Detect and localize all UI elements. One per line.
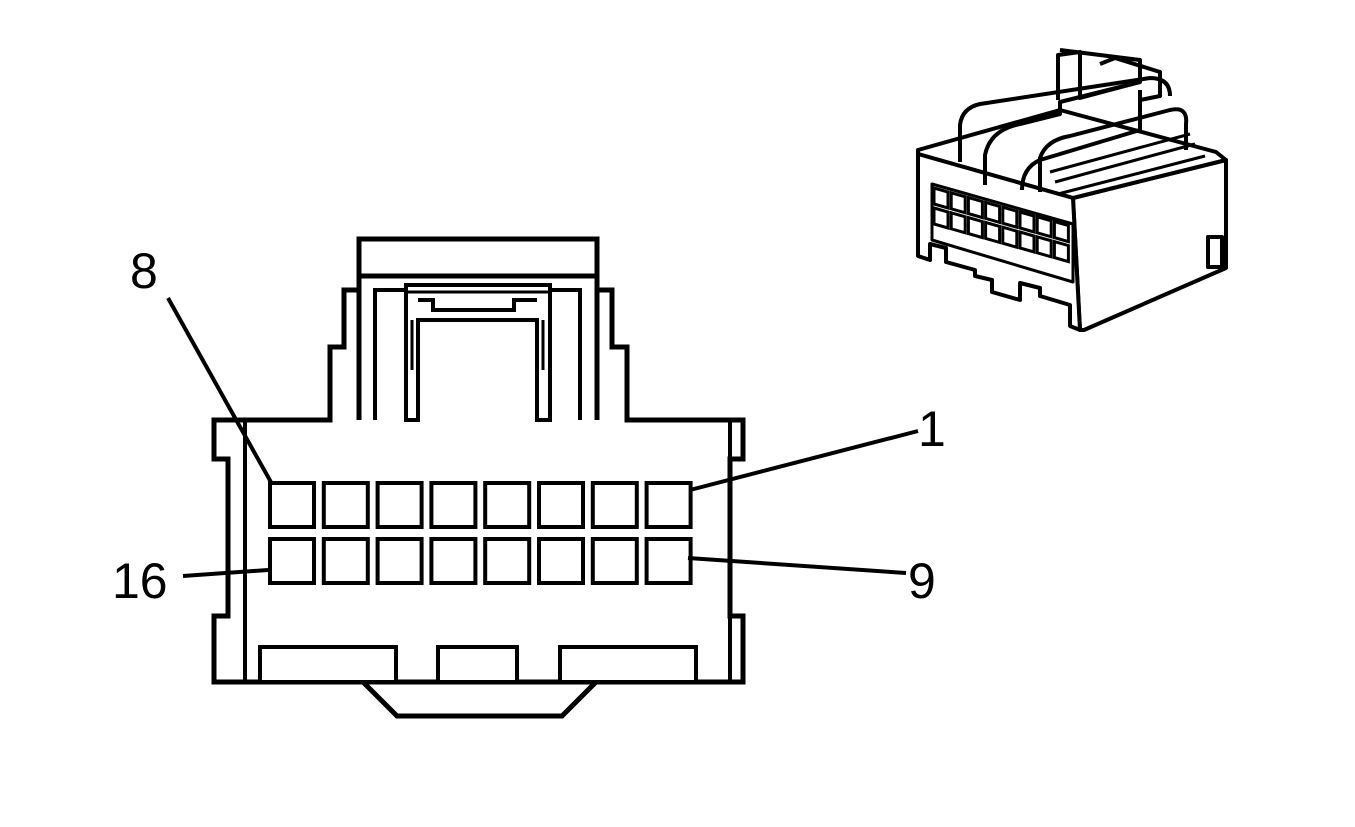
bottom-key-center	[436, 645, 519, 684]
pin-cavity-10	[590, 537, 639, 585]
pin-cavity-11	[537, 537, 585, 585]
pin-cavity-16	[268, 537, 316, 585]
leader-line-pin-8	[166, 297, 274, 485]
pin-label-8: 8	[130, 243, 158, 299]
iso-pin-cavity-8	[1052, 219, 1070, 244]
iso-pin-cavity-grid	[932, 186, 1070, 264]
pin-label-1: 1	[918, 401, 946, 457]
iso-latch-arch-right	[1038, 107, 1189, 192]
iso-pin-cavity-14	[1018, 230, 1036, 254]
iso-pin-cavity-4	[984, 200, 1002, 225]
iso-latch-strap	[983, 80, 1141, 185]
iso-pin-cavity-15	[1035, 234, 1053, 259]
iso-pin-cavity-12	[984, 220, 1002, 245]
pin-cavity-4	[483, 481, 532, 529]
pin-cavity-7	[321, 481, 370, 529]
iso-rail-2	[1054, 142, 1196, 184]
pin-cavity-13	[429, 537, 478, 585]
pin-cavity-1	[644, 481, 693, 529]
pin-cavity-3	[537, 481, 585, 529]
pin-cavity-grid	[268, 481, 693, 585]
pin-label-16: 16	[112, 553, 168, 609]
iso-latch-hook	[1056, 48, 1142, 100]
iso-pin-cavity-10	[949, 210, 967, 235]
pin-cavity-12	[483, 537, 532, 585]
leader-line-pin-9	[687, 556, 907, 575]
latch-tab	[418, 298, 537, 312]
bottom-foot	[361, 680, 598, 719]
iso-latch-arch-left	[958, 76, 1172, 162]
pin-cavity-8	[268, 481, 316, 529]
iso-pin-cavity-16	[1052, 239, 1070, 264]
connector-isometric-view	[916, 48, 1228, 332]
leader-line-pin-1	[689, 429, 919, 492]
iso-pin-cavity-6	[1018, 210, 1036, 234]
pin-cavity-6	[375, 481, 424, 529]
iso-latch-strap-2	[1020, 90, 1142, 191]
iso-pin-cavity-7	[1035, 214, 1053, 239]
pin-cavity-9	[644, 537, 693, 585]
iso-latch-cap	[1099, 56, 1162, 102]
bottom-key-right	[558, 645, 698, 684]
iso-pin-cavity-13	[1001, 225, 1019, 250]
pin-cavity-2	[590, 481, 639, 529]
iso-pin-cavity-2	[949, 190, 967, 215]
iso-pin-cavity-3	[966, 195, 984, 220]
bottom-key-left	[258, 645, 398, 684]
iso-pin-cavity-9	[932, 206, 950, 230]
pin-label-9: 9	[908, 553, 936, 609]
latch-housing	[356, 273, 600, 420]
iso-rail-1	[1049, 132, 1191, 174]
iso-side-clip	[1206, 235, 1224, 269]
latch-window	[404, 283, 552, 422]
pin-cavity-15	[321, 537, 370, 585]
iso-pin-cavity-11	[966, 215, 984, 240]
iso-pin-cavity-1	[932, 186, 950, 210]
pin-cavity-14	[375, 537, 424, 585]
iso-rail-3	[1057, 154, 1206, 196]
leader-lines	[166, 297, 919, 578]
iso-pin-cavity-5	[1001, 205, 1019, 230]
connector-face-view	[211, 236, 746, 719]
leader-line-pin-16	[182, 568, 269, 578]
pin-cavity-5	[429, 481, 478, 529]
